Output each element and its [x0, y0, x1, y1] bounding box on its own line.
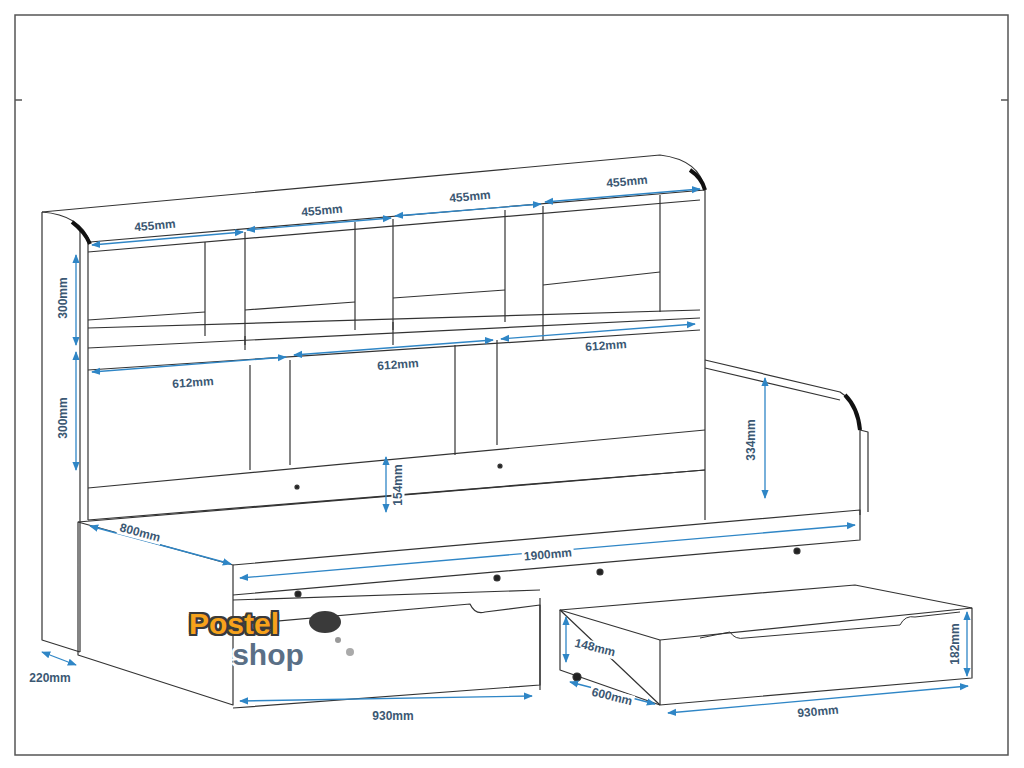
dimension-label: 220mm	[27, 672, 72, 685]
dimension-lines	[42, 189, 968, 713]
dimension-label: 455mm	[132, 218, 178, 235]
dimension-label: 612mm	[583, 338, 629, 354]
dimension-label: 182mm	[949, 621, 962, 666]
dimension-label: 930mm	[795, 704, 841, 721]
dimension-label: 300mm	[57, 395, 70, 440]
dimension-label: 1900mm	[522, 546, 575, 563]
dimension-label: 930mm	[370, 710, 415, 723]
dimension-label: 612mm	[375, 357, 421, 373]
dimension-label: 455mm	[447, 189, 493, 206]
logo-bug	[309, 611, 354, 656]
dimension-label: 455mm	[299, 203, 345, 220]
dimension-label: 612mm	[170, 375, 216, 391]
dimension-label: 300mm	[57, 275, 70, 320]
dimension-label: 148mm	[571, 636, 618, 660]
bed-lines	[42, 155, 972, 708]
dimension-label: 154mm	[392, 462, 405, 507]
dimension-label: 800mm	[116, 521, 163, 545]
logo-text: Postel	[189, 608, 279, 640]
dimension-label: 334mm	[745, 417, 758, 462]
dimension-label: 600mm	[588, 685, 635, 709]
frame	[15, 15, 1008, 755]
logo-text: shop	[232, 639, 304, 671]
dimension-label: 455mm	[604, 174, 650, 191]
